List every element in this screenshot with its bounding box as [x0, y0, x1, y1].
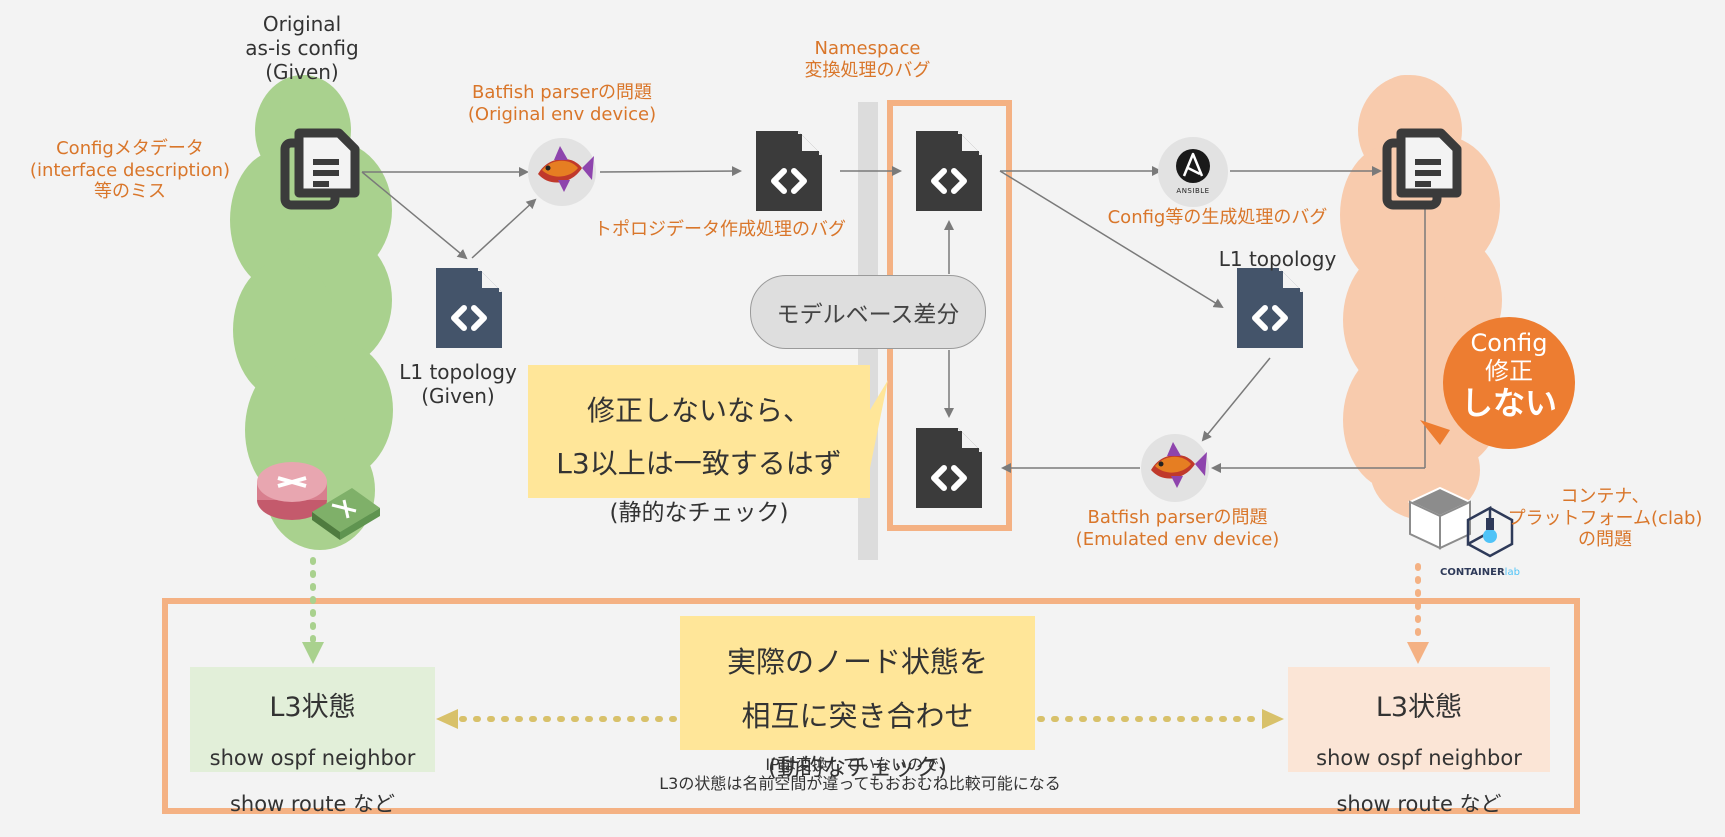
parser-emulated-issue: Batfish parserの問題 (Emulated env device) [1075, 507, 1280, 550]
green-dotted-arrow [302, 557, 324, 664]
container-cube-icon [1407, 486, 1473, 550]
static-note-pointer [870, 380, 888, 468]
ip-comparison-note: IPは変換していないので、 L3の状態は名前空間が違ってもおおむね比較可能になる [659, 755, 1061, 794]
containerlab-main: CONTAINER [1440, 567, 1505, 578]
switch-icon [312, 488, 380, 540]
original-config-icon [285, 133, 355, 205]
config-metadata-issue: Configメタデータ (interface description) 等のミス [29, 138, 231, 203]
topology-data-icon [756, 131, 822, 211]
ansible-icon [1158, 137, 1228, 207]
diagram-canvas [162, 75, 1580, 814]
dynamic-check-note: 実際のノード状態を 相互に突き合わせ (動的なチェック) [680, 616, 1035, 781]
emulated-config-icon [1387, 133, 1457, 205]
parser-original-issue: Batfish parserの問題 (Original env device) [467, 82, 657, 125]
l3-state-emulated-line1: show ospf neighbor [1316, 745, 1522, 770]
namespace-conversion-bug: Namespace 変換処理のバグ [804, 38, 931, 81]
config-badge-line3: しない [1460, 384, 1557, 423]
l3-state-original-line1: show ospf neighbor [209, 745, 416, 770]
emulated-topology-icon [916, 428, 982, 508]
original-config-title: Original as-is config (Given) [245, 12, 359, 84]
l3-state-original-title: L3状態 [269, 692, 356, 723]
peach-dotted-arrow [1407, 563, 1429, 664]
l3-state-original-line2: show route など [229, 792, 396, 816]
dynamic-note-line3: (動的なチェック) [768, 754, 947, 781]
model-diff-label: モデルベース差分 [776, 302, 960, 328]
static-note-line2: L3以上は一致するはず [556, 446, 842, 480]
config-badge-text: Config 修正 しない [1443, 329, 1575, 423]
batfish-original-icon [528, 138, 596, 206]
namespace-topology-icon [916, 131, 982, 211]
comparison-dotted-arrow [436, 709, 1284, 729]
config-generation-bug: Config等の生成処理のバグ [1107, 207, 1328, 228]
l3-state-emulated-title: L3状態 [1375, 692, 1463, 723]
router-icon [257, 462, 327, 520]
static-note-line3: (静的なチェック) [609, 500, 789, 527]
l3-state-original: L3状態 show ospf neighbor show route など [190, 667, 435, 816]
static-note-line1: 修正しないなら、 [586, 394, 811, 427]
l1-topology-given-icon [436, 268, 502, 348]
static-check-note: 修正しないなら、 L3以上は一致するはず (静的なチェック) [528, 365, 870, 526]
batfish-emulated-icon [1141, 434, 1209, 502]
topology-data-bug: トポロジデータ作成処理のバグ [594, 219, 846, 240]
dynamic-note-line2: 相互に突き合わせ [741, 698, 974, 733]
config-badge-line1: Config [1470, 329, 1548, 357]
dynamic-check-frame [162, 598, 1580, 814]
dynamic-note-line1: 実際のノード状態を [726, 645, 988, 679]
containerlab-label: CONTAINERlab [1425, 567, 1535, 578]
ansible-label: ANSIBLE [1176, 187, 1210, 195]
l1-topology-emulated-icon [1237, 268, 1303, 348]
flow-arrows [361, 166, 1426, 473]
l1-topology-given-label: L1 topology (Given) [399, 360, 517, 408]
l3-state-emulated-line2: show route など [1336, 792, 1502, 816]
containerlab-icon [1466, 505, 1514, 558]
containerlab-suffix: lab [1504, 567, 1520, 578]
config-badge-line2: 修正 [1485, 356, 1533, 385]
l1-topology-emulated-label: L1 topology [1218, 247, 1337, 271]
container-platform-issue: コンテナ、 プラットフォーム(clab) の問題 [1507, 486, 1703, 551]
config-no-fix-badge [1420, 317, 1575, 449]
l3-state-emulated: L3状態 show ospf neighbor show route など [1288, 667, 1550, 816]
model-diff-pill: モデルベース差分 [750, 275, 986, 349]
